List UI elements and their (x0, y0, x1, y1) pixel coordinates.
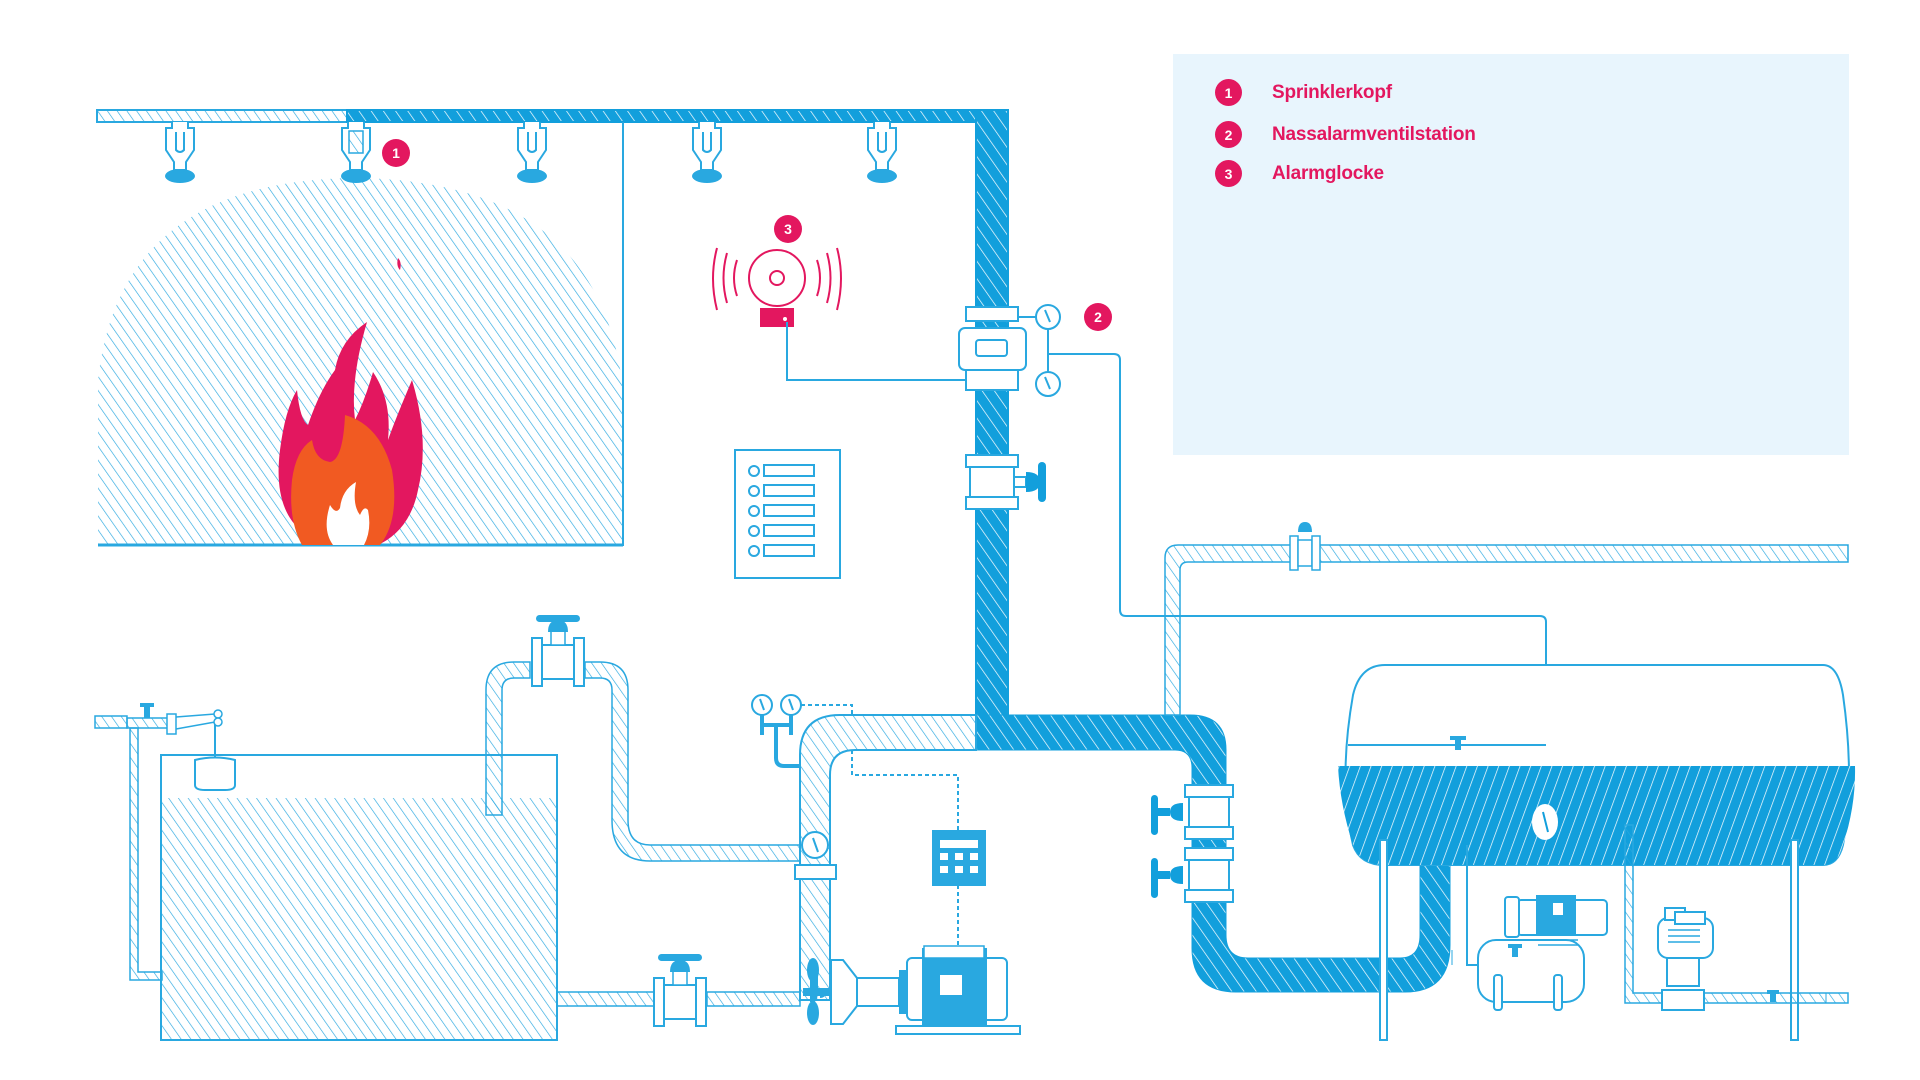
air-compressor-icon (1466, 845, 1608, 1011)
legend-label: Alarmglocke (1272, 162, 1384, 184)
distribution-pipe (1164, 544, 1849, 716)
alarm-bell-icon (712, 247, 842, 327)
water-spray-area (98, 178, 623, 545)
legend-badge: 3 (1215, 160, 1242, 187)
check-valves-icon (1151, 784, 1234, 903)
sprinkler-heads (165, 122, 897, 183)
tank-outlet-pipe (556, 991, 658, 1007)
legend-badge: 1 (1215, 79, 1242, 106)
sprinkler-head-active-icon (341, 122, 371, 183)
jockey-pump-icon (1624, 824, 1849, 1011)
legend-item: 1 Sprinklerkopf (1215, 79, 1392, 106)
pump-controller-icon (932, 830, 986, 886)
outlet-gate-valve-icon (653, 954, 707, 1027)
fire-pump-motor-icon (803, 945, 1021, 1035)
legend-panel: 1 Sprinklerkopf 2 Nassalarmventilstation… (1173, 54, 1849, 455)
fire-icon (278, 258, 423, 545)
sprinkler-head-icon (517, 122, 547, 183)
tank-outlet-pipe (706, 991, 801, 1007)
legend-item: 2 Nassalarmventilstation (1215, 121, 1476, 148)
legend-label: Sprinklerkopf (1272, 81, 1392, 103)
sprinkler-head-icon (165, 122, 195, 183)
callout-badge-valve-station: 2 (1084, 303, 1112, 331)
control-panel-icon (734, 449, 841, 579)
callout-badge-alarm-bell: 3 (774, 215, 802, 243)
sprinkler-head-icon (867, 122, 897, 183)
suction-pipe (485, 661, 531, 816)
inlet-pipe (94, 703, 223, 981)
distribution-valve-icon (1289, 522, 1321, 571)
ceiling-pipe (96, 109, 1009, 731)
callout-badge-sprinkler: 1 (382, 139, 410, 167)
pressure-gauges-icon (751, 694, 853, 768)
water-storage-tank (160, 720, 558, 1041)
pipe-flange (794, 864, 837, 880)
float-icon (194, 756, 236, 791)
sprinkler-head-icon (692, 122, 722, 183)
legend-label: Nassalarmventilstation (1272, 123, 1476, 145)
suction-pipe (584, 661, 801, 862)
pressure-tank (1338, 664, 1856, 1041)
wet-alarm-valve-station (958, 304, 1547, 785)
legend-item: 3 Alarmglocke (1215, 160, 1384, 187)
suction-valve-icon (531, 615, 585, 687)
riser-gate-valve-icon (965, 454, 1046, 510)
legend-badge: 2 (1215, 121, 1242, 148)
control-wire (851, 750, 959, 950)
alarm-bell-wire (786, 322, 990, 381)
